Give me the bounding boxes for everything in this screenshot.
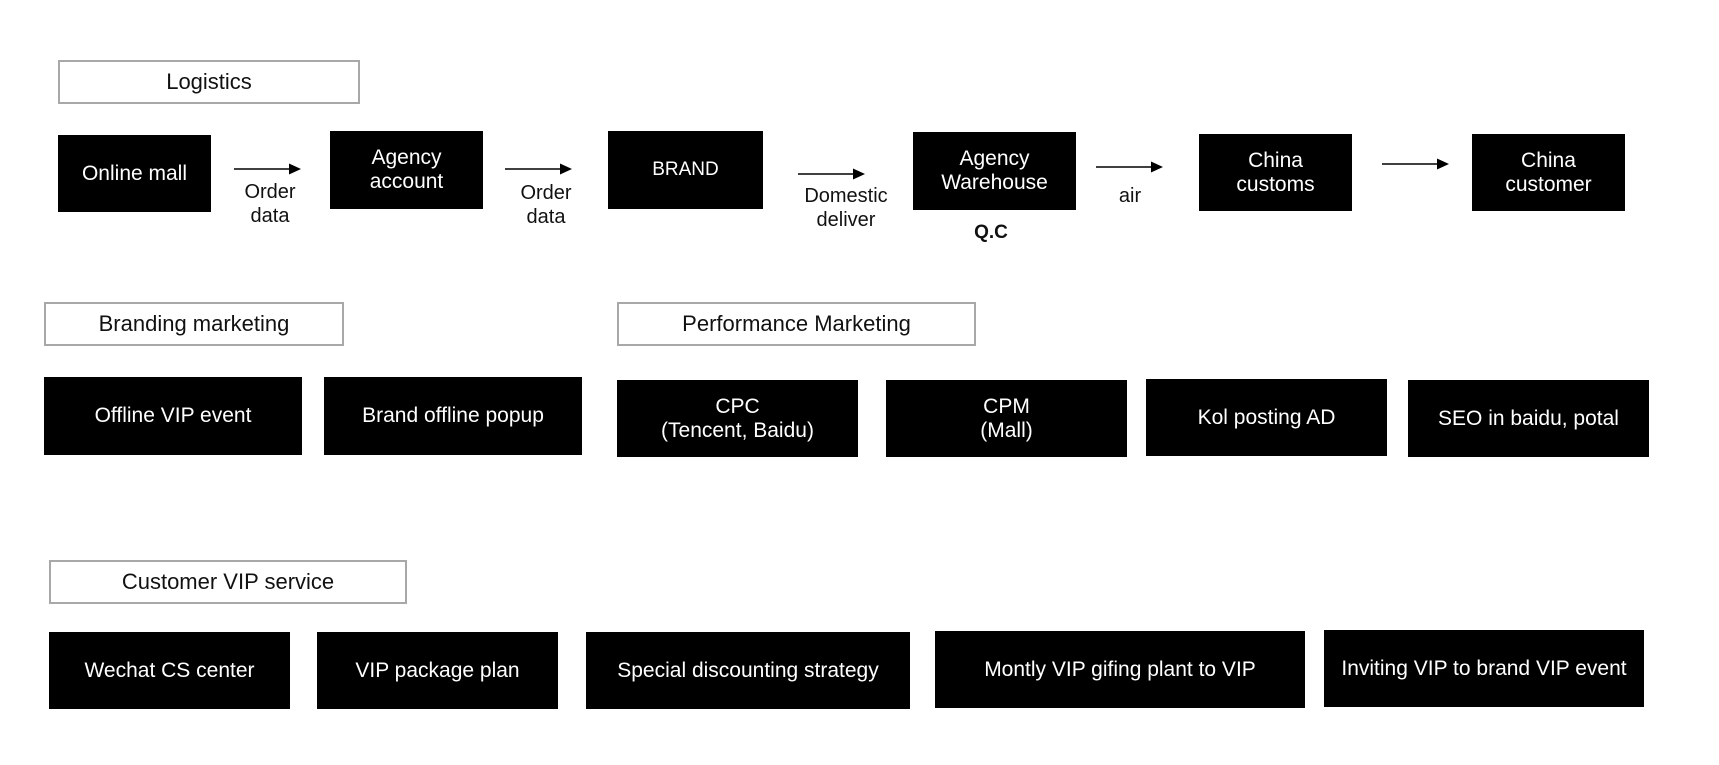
vip-item-wechat-cs-center: Wechat CS center [49,632,290,709]
arrow-warehouse-to-china-customs [1096,161,1163,173]
vip-item-special-discounting-strategy: Special discounting strategy [586,632,910,709]
arrow-customs-to-china-customer [1382,158,1449,170]
performance-item-cpm: CPM (Mall) [886,380,1127,457]
node-brand: BRAND [608,131,763,209]
node-china-customer: China customer [1472,134,1625,211]
arrow-agency-account-to-brand [505,163,572,175]
performance-marketing-title: Performance Marketing [617,302,976,346]
edge-label-air: air [1118,185,1142,207]
vip-item-vip-package-plan: VIP package plan [317,632,558,709]
vip-item-montly-vip-gifting: Montly VIP gifing plant to VIP [935,631,1305,708]
edge-label-domestic-deliver: Domestic deliver [804,185,888,231]
branding-item-offline-vip-event: Offline VIP event [44,377,302,455]
branding-item-brand-offline-popup: Brand offline popup [324,377,582,455]
node-online-mall: Online mall [58,135,211,212]
edge-label-order-data-2: Order data [520,182,572,228]
node-china-customs: China customs [1199,134,1352,211]
arrow-online-mall-to-agency-account [234,163,301,175]
logistics-title: Logistics [58,60,360,104]
performance-item-cpc: CPC (Tencent, Baidu) [617,380,858,457]
arrow-brand-to-agency-warehouse [798,168,865,180]
vip-item-inviting-vip: Inviting VIP to brand VIP event [1324,630,1644,707]
customer-vip-service-title: Customer VIP service [49,560,407,604]
qc-note: Q.C [974,222,1008,243]
node-agency-warehouse: Agency Warehouse [913,132,1076,210]
node-agency-account: Agency account [330,131,483,209]
branding-marketing-title: Branding marketing [44,302,344,346]
performance-item-seo: SEO in baidu, potal [1408,380,1649,457]
performance-item-kol-posting-ad: Kol posting AD [1146,379,1387,456]
edge-label-order-data-1: Order data [244,181,296,227]
